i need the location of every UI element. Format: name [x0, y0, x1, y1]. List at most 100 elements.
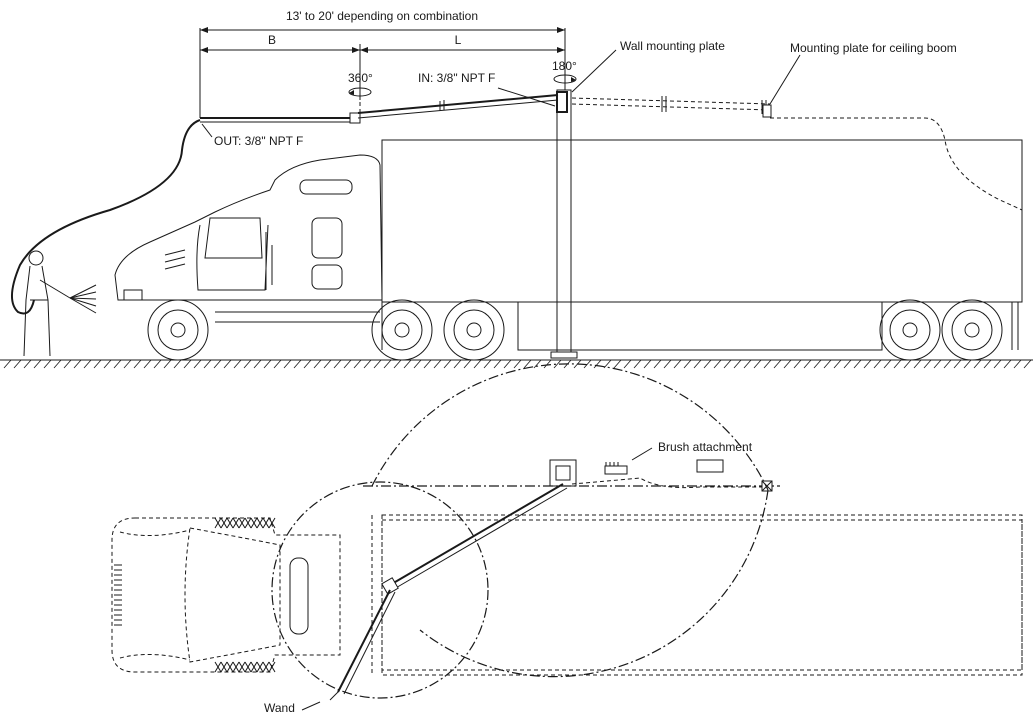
- ground-hatch-stroke: [433, 359, 442, 369]
- ground-hatch-stroke: [443, 359, 452, 369]
- ground-hatch-stroke: [913, 359, 922, 369]
- ground-hatch-stroke: [303, 359, 312, 369]
- ground-hatch-stroke: [613, 359, 622, 369]
- ground-hatch-stroke: [543, 359, 552, 369]
- ground-hatch-stroke: [33, 359, 42, 369]
- tread-mark: [232, 517, 240, 529]
- ground-hatch-stroke: [3, 359, 12, 369]
- ground-hatch-stroke: [363, 359, 372, 369]
- ground-hatch-stroke: [833, 359, 842, 369]
- tread-mark: [256, 517, 264, 529]
- ground-hatch-stroke: [103, 359, 112, 369]
- ground-hatch-stroke: [393, 359, 402, 369]
- ground-hatch-stroke: [233, 359, 242, 369]
- ground-hatch-stroke: [163, 359, 172, 369]
- ground-hatch-stroke: [323, 359, 332, 369]
- swing-arcs: [271, 363, 769, 699]
- ground-line: [0, 359, 1033, 369]
- wand-leader: [301, 701, 321, 711]
- ground-hatch-stroke: [83, 359, 92, 369]
- ground-hatch-stroke: [923, 359, 932, 369]
- tread-mark: [268, 661, 276, 673]
- ground-hatch-stroke: [883, 359, 892, 369]
- ground-hatch-stroke: [803, 359, 812, 369]
- ground-hatch-stroke: [263, 359, 272, 369]
- tread-mark: [214, 517, 222, 529]
- ground-hatch-stroke: [743, 359, 752, 369]
- ground-hatch-stroke: [413, 359, 422, 369]
- ground-hatch-stroke: [343, 359, 352, 369]
- tread-mark: [226, 661, 234, 673]
- inlet-label: IN: 3/8" NPT F: [418, 71, 495, 85]
- ground-hatch-stroke: [463, 359, 472, 369]
- rotation-180-label: 180°: [552, 59, 577, 73]
- ground-hatch-stroke: [13, 359, 22, 369]
- ground-hatch-stroke: [723, 359, 732, 369]
- boom-arm-side: [200, 94, 559, 124]
- ground-hatch-stroke: [1013, 359, 1022, 369]
- wheel-front: [147, 299, 209, 361]
- segment-l-label: L: [455, 33, 462, 47]
- ground-hatch-stroke: [713, 359, 722, 369]
- overall-dimension: 13' to 20' depending on combination: [199, 9, 566, 118]
- ground-hatch-stroke: [873, 359, 882, 369]
- ground-hatch-stroke: [353, 359, 362, 369]
- tread-mark: [238, 517, 246, 529]
- ground-hatch-stroke: [153, 359, 162, 369]
- ground-hatch-stroke: [93, 359, 102, 369]
- wall-plate-label: Wall mounting plate: [620, 39, 725, 53]
- ground-hatch-stroke: [193, 359, 202, 369]
- ground-hatch-stroke: [953, 359, 962, 369]
- ground-hatch-stroke: [733, 359, 742, 369]
- truck-cab-side: [114, 154, 383, 323]
- ground-hatch-stroke: [113, 359, 122, 369]
- tread-mark: [220, 517, 228, 529]
- ground-hatch-stroke: [223, 359, 232, 369]
- ground-hatch-stroke: [243, 359, 252, 369]
- ceiling-plate-label: Mounting plate for ceiling boom: [790, 41, 957, 55]
- wheel-drive-1: [371, 299, 433, 361]
- tread-mark: [214, 661, 222, 673]
- ground-hatch-stroke: [23, 359, 32, 369]
- ground-hatch-stroke: [963, 359, 972, 369]
- ground-hatch-stroke: [943, 359, 952, 369]
- ground-hatch-stroke: [823, 359, 832, 369]
- ground-hatch-stroke: [333, 359, 342, 369]
- tread-mark: [262, 661, 270, 673]
- ground-hatch-stroke: [993, 359, 1002, 369]
- ground-hatch-stroke: [903, 359, 912, 369]
- ground-hatch-stroke: [53, 359, 62, 369]
- ground-hatch-stroke: [143, 359, 152, 369]
- ground-hatch-stroke: [603, 359, 612, 369]
- ground-hatch-stroke: [63, 359, 72, 369]
- ground-hatch-stroke: [383, 359, 392, 369]
- tread-mark: [256, 661, 264, 673]
- ground-hatch-stroke: [1003, 359, 1012, 369]
- ground-hatch-stroke: [473, 359, 482, 369]
- ground-hatch-stroke: [503, 359, 512, 369]
- ground-hatch-stroke: [973, 359, 982, 369]
- ground-hatch-stroke: [203, 359, 212, 369]
- rotation-180-symbol: 180°: [552, 59, 577, 84]
- ground-hatch-stroke: [523, 359, 532, 369]
- tread-mark: [226, 517, 234, 529]
- trailer-plan: [371, 514, 1023, 676]
- overall-length-label: 13' to 20' depending on combination: [286, 9, 478, 23]
- rotation-360-label: 360°: [348, 71, 373, 85]
- tread-mark: [244, 661, 252, 673]
- ground-hatch-stroke: [293, 359, 302, 369]
- ground-hatch-stroke: [983, 359, 992, 369]
- ground-hatch-stroke: [423, 359, 432, 369]
- ground-hatch-stroke: [283, 359, 292, 369]
- wall-post: [550, 89, 578, 359]
- tread-mark: [268, 517, 276, 529]
- ground-hatch-stroke: [653, 359, 662, 369]
- hose-side: [11, 119, 201, 315]
- ground-hatch-stroke: [753, 359, 762, 369]
- ground-hatch-stroke: [693, 359, 702, 369]
- callout-leaders-top: [201, 49, 801, 138]
- boom-arm-plan: [329, 459, 780, 701]
- segment-dimension: B L: [200, 33, 565, 100]
